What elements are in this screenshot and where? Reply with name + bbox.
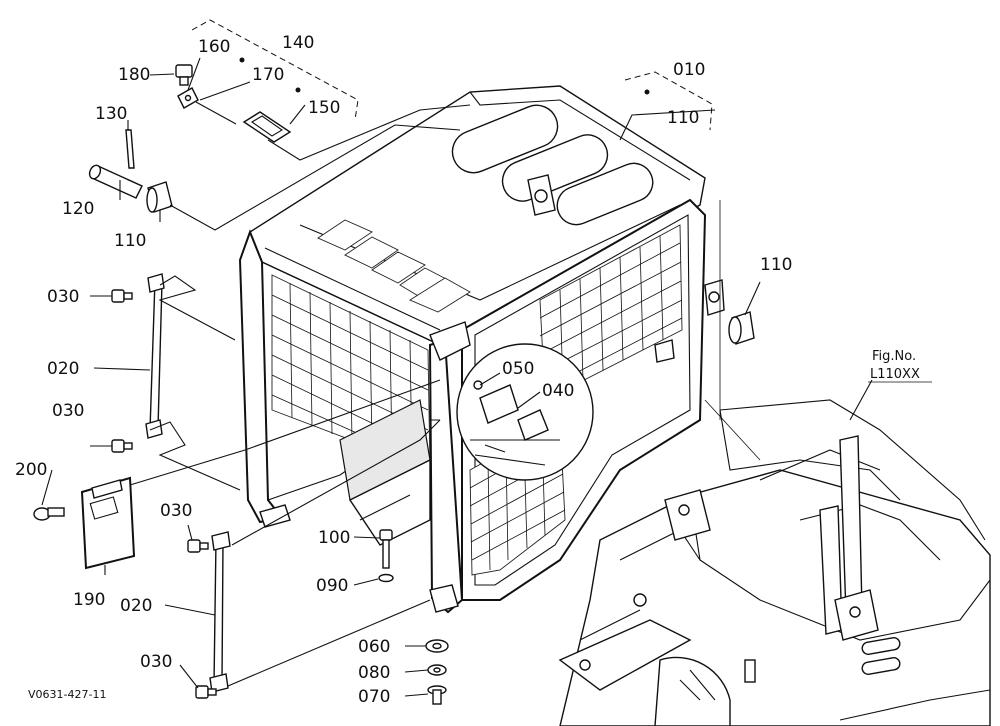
label-070: 070 (358, 687, 390, 707)
shaft-120-icon (88, 164, 143, 199)
small-parts (33, 64, 755, 705)
label-030d: 030 (140, 652, 172, 672)
label-090: 090 (316, 576, 348, 596)
label-060: 060 (358, 637, 390, 657)
label-200: 200 (15, 460, 47, 480)
label-120: 120 (62, 199, 94, 219)
washer-090-icon (378, 573, 394, 583)
label-080: 080 (358, 663, 390, 683)
label-050: 050 (502, 359, 534, 379)
bolt-200-icon (33, 507, 65, 521)
drawing-code: V0631-427-11 (28, 688, 106, 701)
grab-handle-020a-icon (145, 273, 165, 439)
label-180: 180 (118, 65, 150, 85)
leader-lines (41, 19, 873, 697)
label-100: 100 (318, 528, 350, 548)
bolt-030b-icon (111, 439, 133, 453)
fig-ref-line1: Fig.No. (872, 349, 916, 364)
plate-160-icon (177, 87, 199, 109)
bolt-030d-icon (195, 685, 217, 699)
bolt-030c-icon (187, 539, 209, 553)
bolt-070-icon (427, 685, 447, 705)
label-010: 010 (673, 60, 705, 80)
label-020a: 020 (47, 359, 79, 379)
label-040: 040 (542, 381, 574, 401)
label-130: 130 (95, 104, 127, 124)
bolt-180-icon (175, 64, 193, 86)
bolt-100-icon (379, 529, 393, 569)
machine-frame (558, 399, 991, 726)
label-110c: 110 (760, 255, 792, 275)
manual-holder-190-icon (80, 476, 136, 570)
label-140: 140 (282, 33, 314, 53)
bushing-110c-icon (728, 311, 755, 345)
label-020b: 020 (120, 596, 152, 616)
handle-150-icon (242, 111, 292, 143)
label-170: 170 (252, 65, 284, 85)
bolt-030a-icon (111, 289, 133, 303)
label-160: 160 (198, 37, 230, 57)
grab-handle-020b-icon (209, 531, 231, 693)
label-110a: 110 (114, 231, 146, 251)
bushing-110a-icon (146, 181, 173, 213)
label-150: 150 (308, 98, 340, 118)
label-030a: 030 (47, 287, 79, 307)
wire-170 (195, 101, 237, 125)
label-110b: 110 (667, 108, 699, 128)
washer-060-icon (425, 639, 449, 653)
label-030c: 030 (160, 501, 192, 521)
washer-080-icon (427, 664, 447, 676)
part-labels: 160 140 180 170 150 130 120 110 010 110 … (15, 33, 932, 707)
label-190: 190 (73, 590, 105, 610)
pin-130-icon (125, 129, 135, 169)
fig-ref-line2: L110XX (870, 367, 920, 382)
label-030b: 030 (52, 401, 84, 421)
